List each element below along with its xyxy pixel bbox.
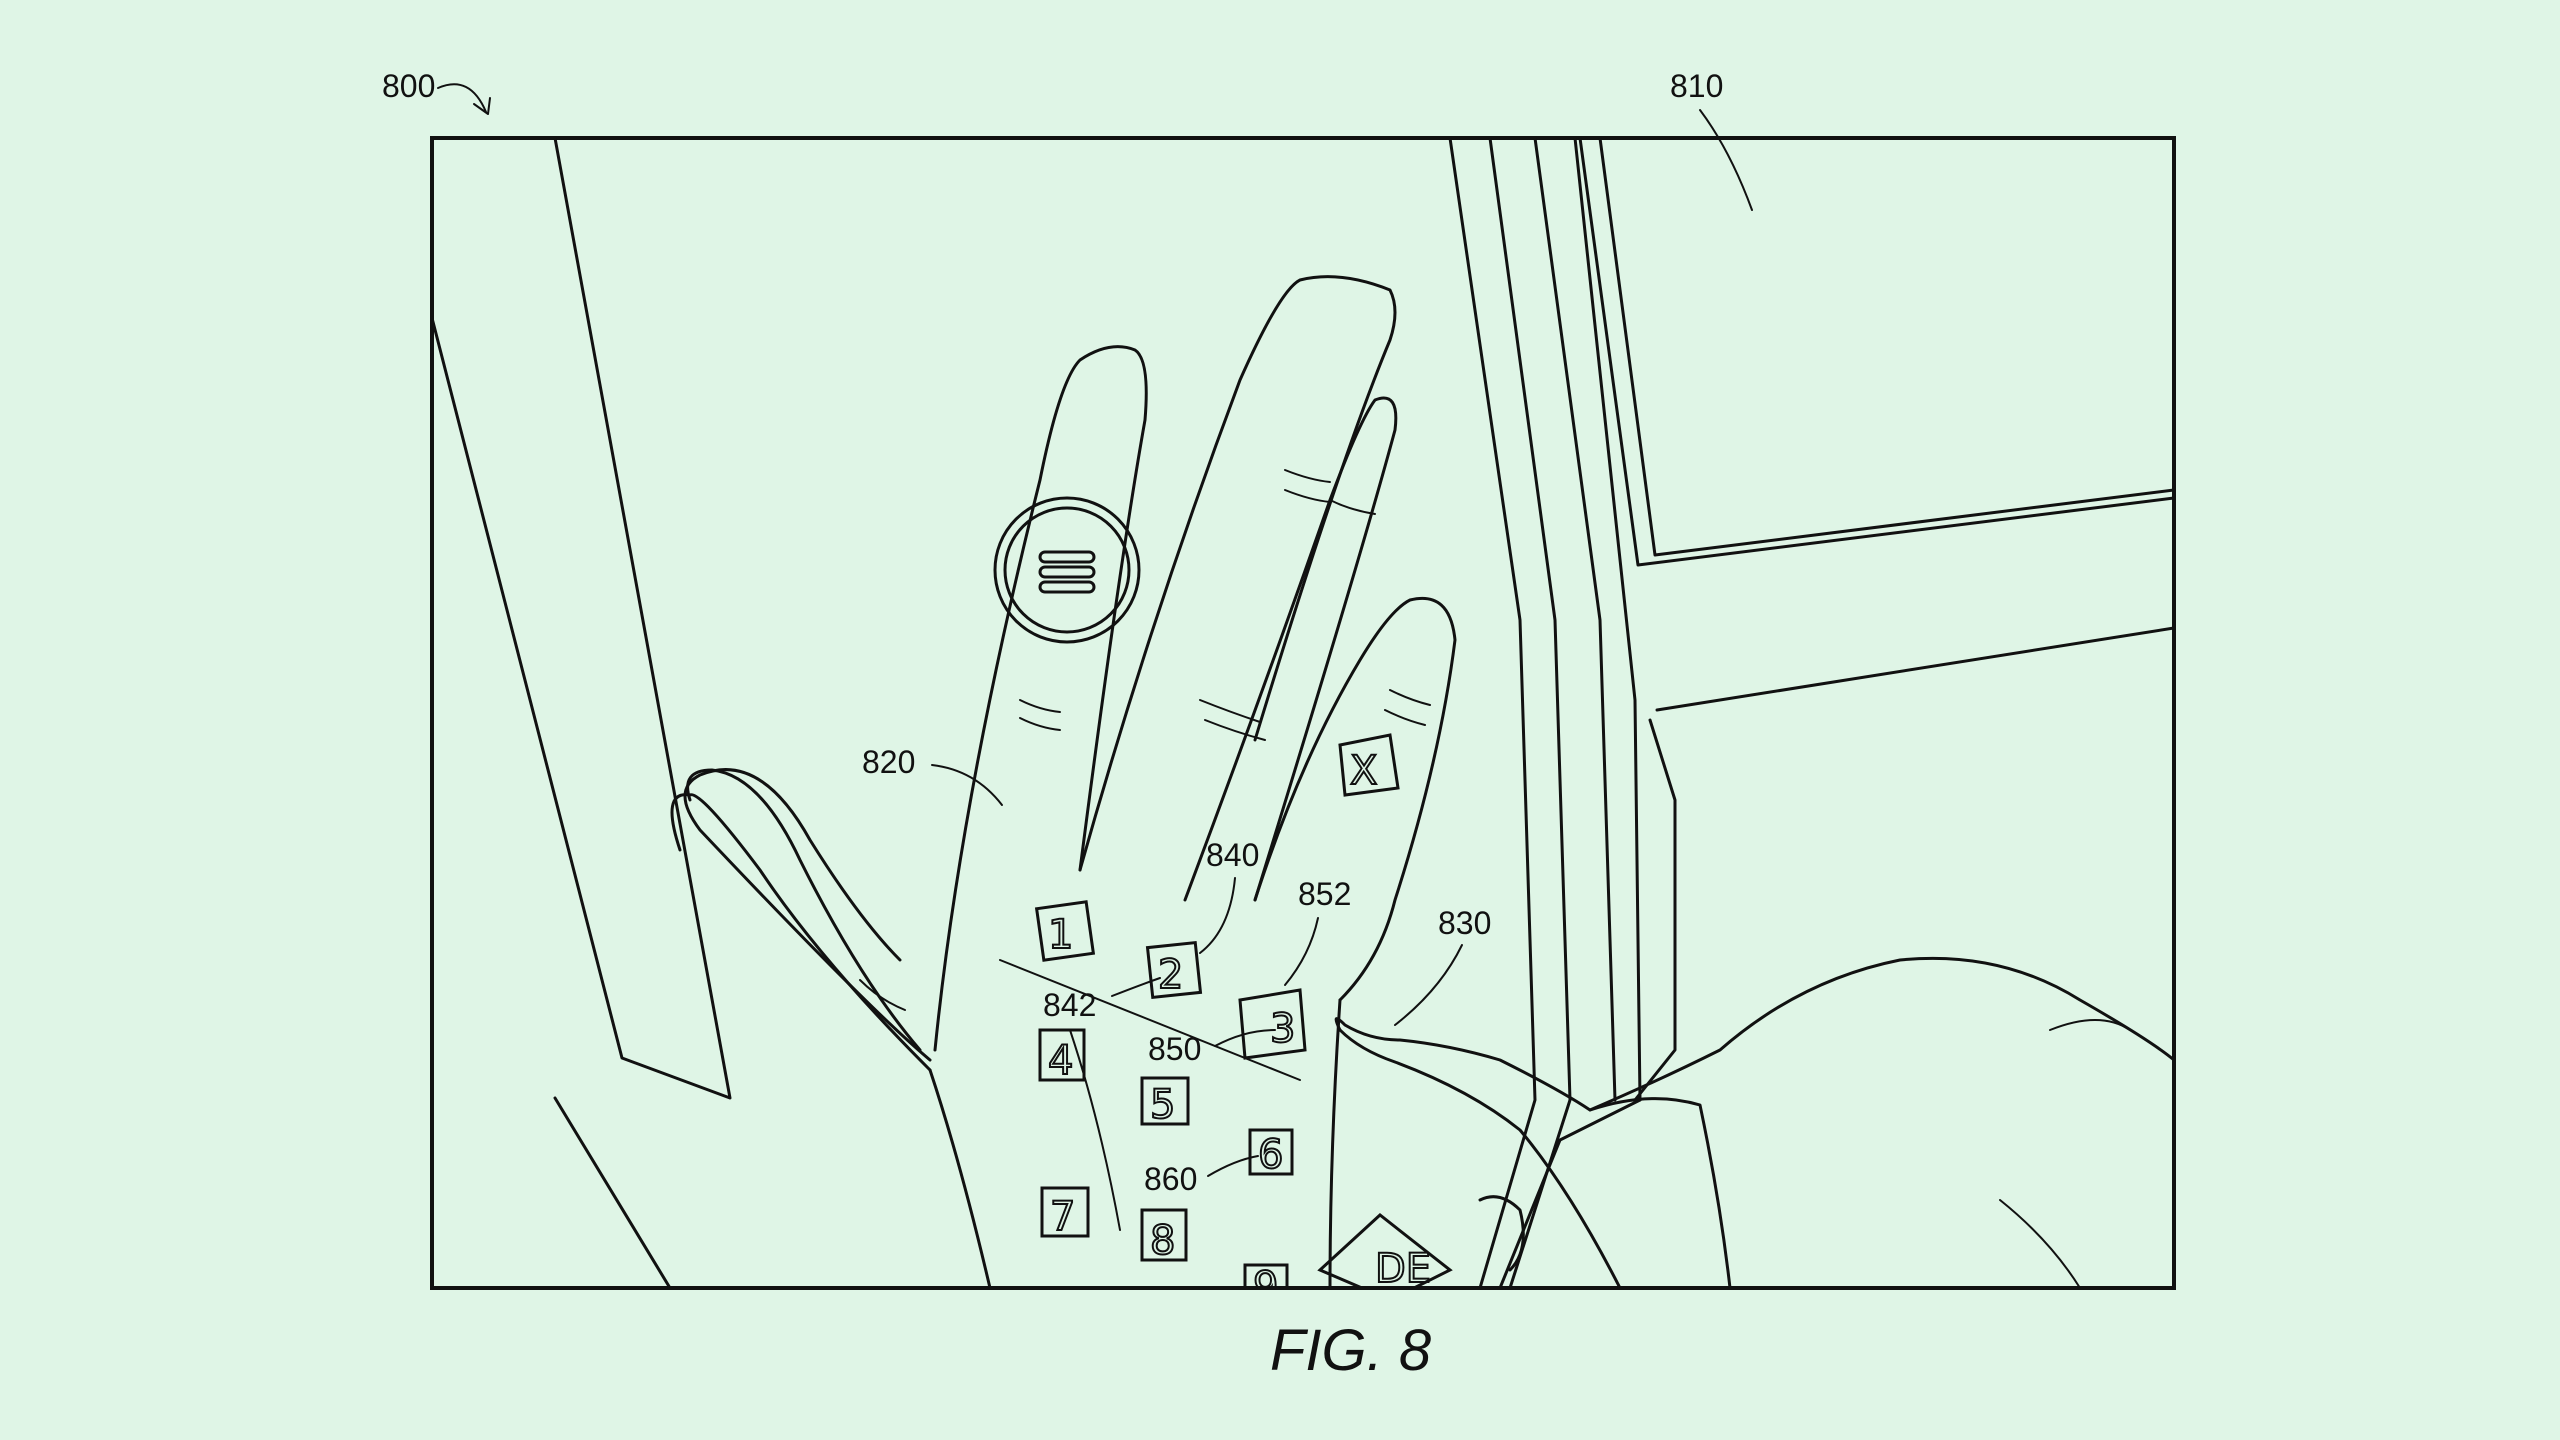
ref-852-leader <box>1284 917 1319 986</box>
key-4: 4 <box>1038 1028 1086 1085</box>
ref-800-arrow <box>437 83 487 113</box>
key-7: 7 <box>1040 1186 1090 1241</box>
svg-text:6: 6 <box>1258 1132 1283 1178</box>
ref-label-810: 810 <box>1670 68 1723 104</box>
ref-label-840: 840 <box>1206 837 1259 873</box>
ring-device <box>993 496 1141 644</box>
ref-label-842: 842 <box>1043 987 1096 1023</box>
key-5: 5 <box>1140 1076 1190 1129</box>
left-floor-edge <box>553 1096 672 1288</box>
svg-text:8: 8 <box>1150 1218 1175 1264</box>
svg-text:4: 4 <box>1048 1038 1073 1084</box>
ref-842-leader <box>1111 977 1161 997</box>
key-2: 2 <box>1145 940 1203 1000</box>
ref-800-arrowhead <box>473 97 491 115</box>
menu-icon <box>1038 550 1096 594</box>
key-9: 9 <box>1243 1263 1289 1310</box>
keypad: 1 2 3 4 5 6 7 <box>1034 733 1453 1310</box>
ref-label-800: 800 <box>382 68 435 104</box>
ref-810-leader <box>1699 109 1753 211</box>
key-1: 1 <box>1034 900 1096 962</box>
ref-label-850: 850 <box>1148 1031 1201 1067</box>
svg-text:5: 5 <box>1150 1082 1175 1128</box>
ref-label-830: 830 <box>1438 905 1491 941</box>
svg-text:DE: DE <box>1375 1246 1431 1292</box>
ref-840-leader <box>1199 877 1236 954</box>
svg-text:X: X <box>1350 748 1377 794</box>
key-close: X <box>1338 733 1400 797</box>
ref-830-leader <box>1394 944 1463 1026</box>
ref-label-852: 852 <box>1298 876 1351 912</box>
key-8: 8 <box>1140 1208 1188 1265</box>
right-structure <box>1448 138 2174 1288</box>
svg-text:1: 1 <box>1048 912 1073 958</box>
ref-820-leader <box>931 764 1003 806</box>
svg-text:3: 3 <box>1270 1006 1295 1052</box>
left-hand <box>670 275 1457 1288</box>
display-frame <box>430 136 2176 1290</box>
svg-text:9: 9 <box>1253 1264 1278 1310</box>
figure-caption: FIG. 8 <box>1270 1318 1431 1383</box>
key-3: 3 <box>1238 988 1307 1060</box>
key-6: 6 <box>1248 1128 1294 1179</box>
scene: 1 2 3 4 5 6 7 <box>432 138 2174 1310</box>
left-panel <box>432 138 732 1100</box>
key-partial: DE <box>1317 1213 1453 1292</box>
svg-text:2: 2 <box>1158 952 1183 998</box>
ref-850-leader <box>1214 1029 1276 1047</box>
ref-860-leader <box>1207 1155 1259 1177</box>
right-hand <box>1334 956 2174 1288</box>
ref-label-820: 820 <box>862 744 915 780</box>
ref-label-860: 860 <box>1144 1161 1197 1197</box>
svg-text:7: 7 <box>1050 1194 1075 1240</box>
